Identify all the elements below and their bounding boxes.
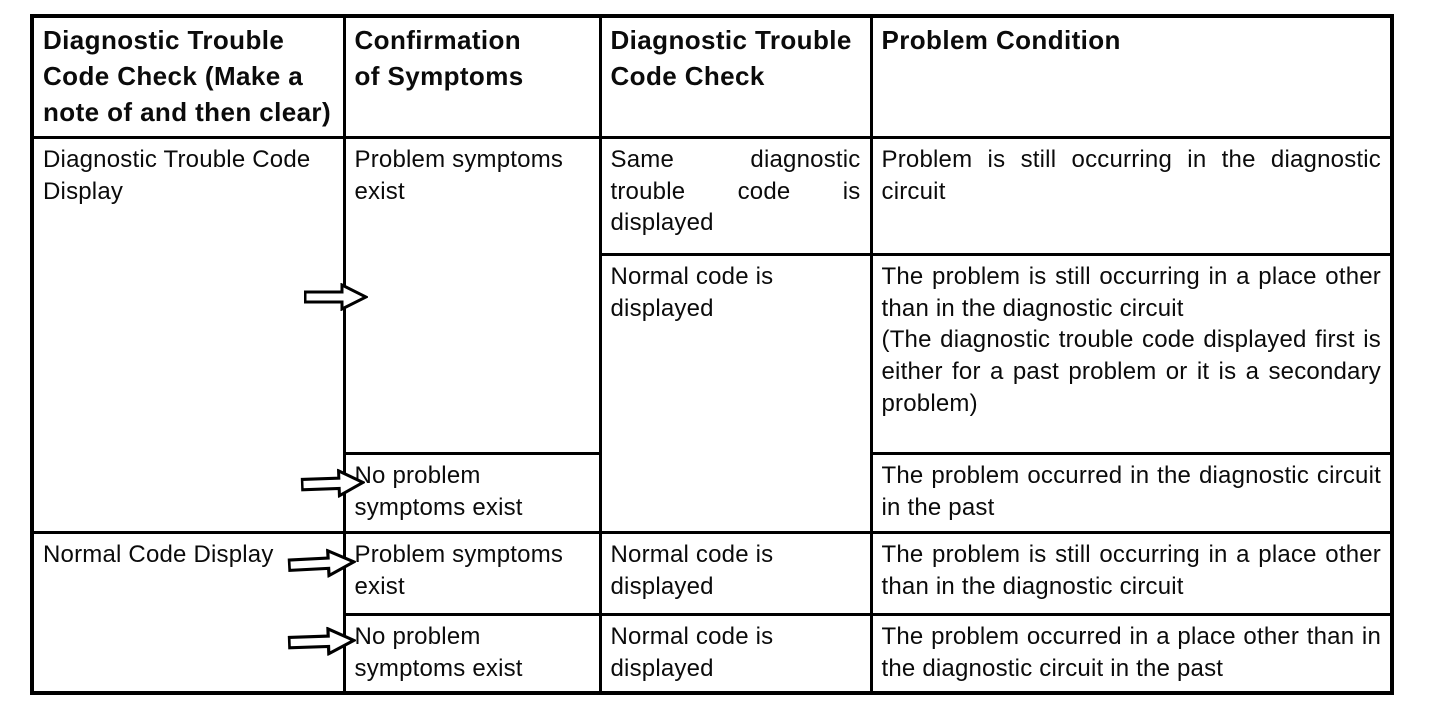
table-row: Normal Code Display Problem symptoms exi… — [30, 530, 1394, 695]
header-confirmation-of-symptoms: Confirmation of Symptoms — [342, 14, 602, 139]
right-arrow-icon — [287, 547, 357, 580]
cell-code-check: Normal code is displayed — [598, 252, 873, 534]
cell-condition: The problem is still occurring in a plac… — [869, 530, 1394, 616]
cell-condition: Problem is still occurring in the diagno… — [869, 135, 1394, 256]
header-problem-condition: Problem Condition — [869, 14, 1394, 139]
right-arrow-icon — [304, 283, 368, 311]
cell-symptoms: No problem symptoms exist — [342, 612, 602, 695]
cell-condition: The problem occurred in a place other th… — [869, 612, 1394, 695]
cell-code-check: Normal code is displayed — [598, 612, 873, 695]
right-arrow-icon — [300, 468, 366, 499]
cell-normal-code-display-group: Normal Code Display — [30, 530, 346, 695]
cell-symptoms: Problem symptoms exist — [342, 135, 602, 455]
diagnostic-code-table: Diagnostic Trouble Code Check (Make a no… — [30, 14, 1394, 696]
cell-code-check: Normal code is displayed — [598, 530, 873, 616]
table-row: Normal code is displayed The problem is … — [32, 252, 1394, 534]
cell-condition: The problem is still occurring in a plac… — [869, 252, 1394, 455]
header-dtc-check-note: Diagnostic Trouble Code Check (Make a no… — [30, 14, 346, 139]
table-row: No problem symptoms exist Normal code is… — [32, 612, 1394, 695]
header-row: Diagnostic Trouble Code Check (Make a no… — [30, 14, 1394, 139]
table-row: Diagnostic Trouble Code Display Problem … — [30, 135, 1394, 534]
header-dtc-check: Diagnostic Trouble Code Check — [598, 14, 873, 139]
cell-symptoms: Problem symptoms exist — [342, 530, 602, 616]
right-arrow-icon — [287, 626, 357, 657]
cell-symptoms: No problem symptoms exist — [342, 451, 602, 534]
cell-condition: The problem occurred in the diagnostic c… — [869, 451, 1394, 534]
cell-code-check: Same diagnostic trouble code is displaye… — [598, 135, 873, 256]
cell-dtc-display-group: Diagnostic Trouble Code Display — [30, 135, 346, 534]
